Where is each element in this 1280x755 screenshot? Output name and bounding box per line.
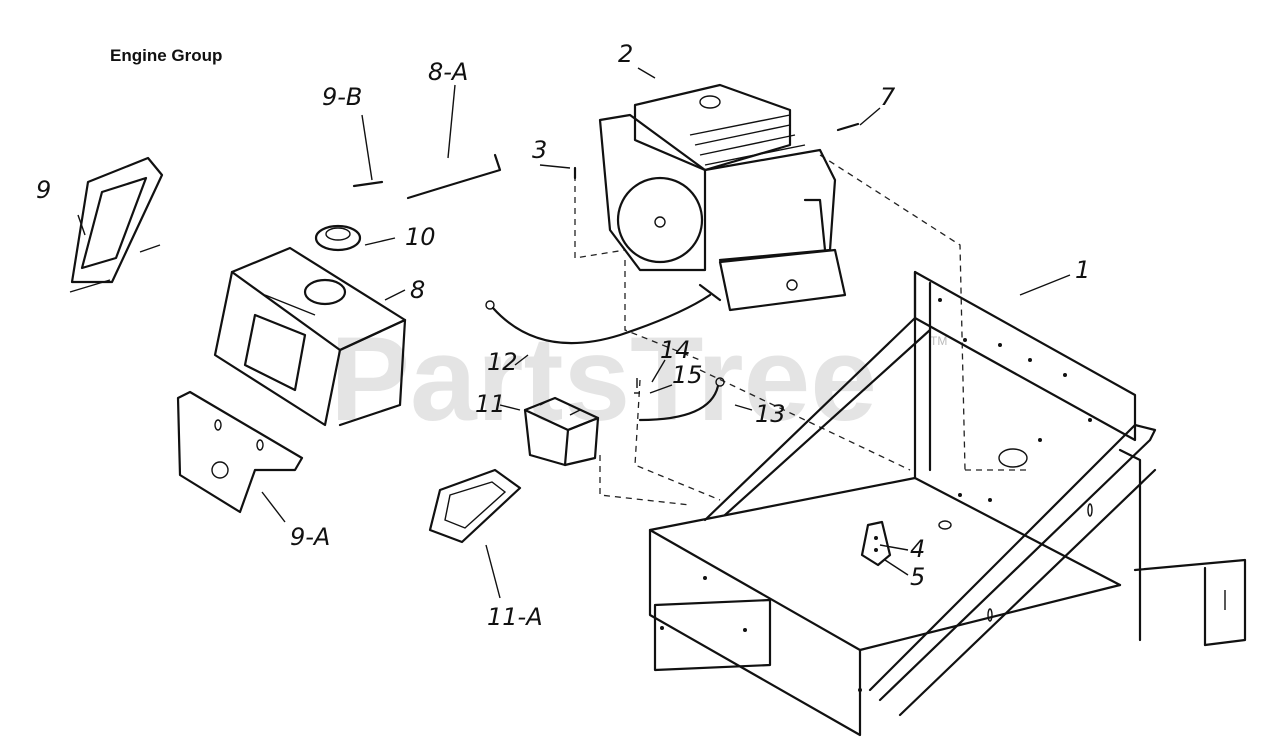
- watermark-trademark: TM: [930, 334, 947, 348]
- part-9-bracket: [69, 156, 164, 293]
- callout-13: 13: [755, 400, 786, 428]
- callout-9a: 9-A: [290, 523, 330, 551]
- part-8a-strap: [406, 153, 502, 200]
- part-2-engine: [598, 83, 847, 312]
- callout-5: 5: [910, 563, 925, 591]
- callout-14: 14: [660, 336, 691, 364]
- part-12-cable: [485, 293, 712, 345]
- callout-2: 2: [618, 40, 633, 68]
- part-1-frame: [648, 270, 1247, 737]
- part-14-15-terminals: [634, 378, 640, 394]
- callout-4: 4: [910, 535, 925, 563]
- leader-lines: [77, 67, 1071, 599]
- callout-8a: 8-A: [428, 58, 468, 86]
- callout-10: 10: [405, 223, 436, 251]
- part-7-key: [836, 122, 860, 132]
- callout-11: 11: [475, 390, 506, 418]
- callout-3: 3: [532, 136, 547, 164]
- callout-8: 8: [410, 276, 425, 304]
- callout-15: 15: [672, 361, 703, 389]
- callout-7: 7: [880, 83, 896, 111]
- part-9b-pin: [352, 180, 384, 188]
- part-9a-plate: [176, 390, 304, 514]
- part-4-5-plate: [860, 520, 892, 567]
- part-8-fuel-tank: [213, 246, 407, 427]
- part-11a-tray: [428, 468, 522, 544]
- callout-9b: 9-B: [322, 83, 362, 111]
- part-13-cable: [638, 377, 725, 422]
- part-11-battery: [523, 396, 600, 467]
- callout-9: 9: [36, 176, 51, 204]
- diagram-title: Engine Group: [110, 46, 223, 65]
- callout-11a: 11-A: [487, 603, 543, 631]
- assembly-guide-lines: [574, 154, 1030, 506]
- callout-12: 12: [487, 348, 518, 376]
- callout-1: 1: [1075, 256, 1090, 284]
- part-10-fuel-cap: [314, 224, 362, 252]
- watermark-text: PartsTree: [330, 312, 877, 446]
